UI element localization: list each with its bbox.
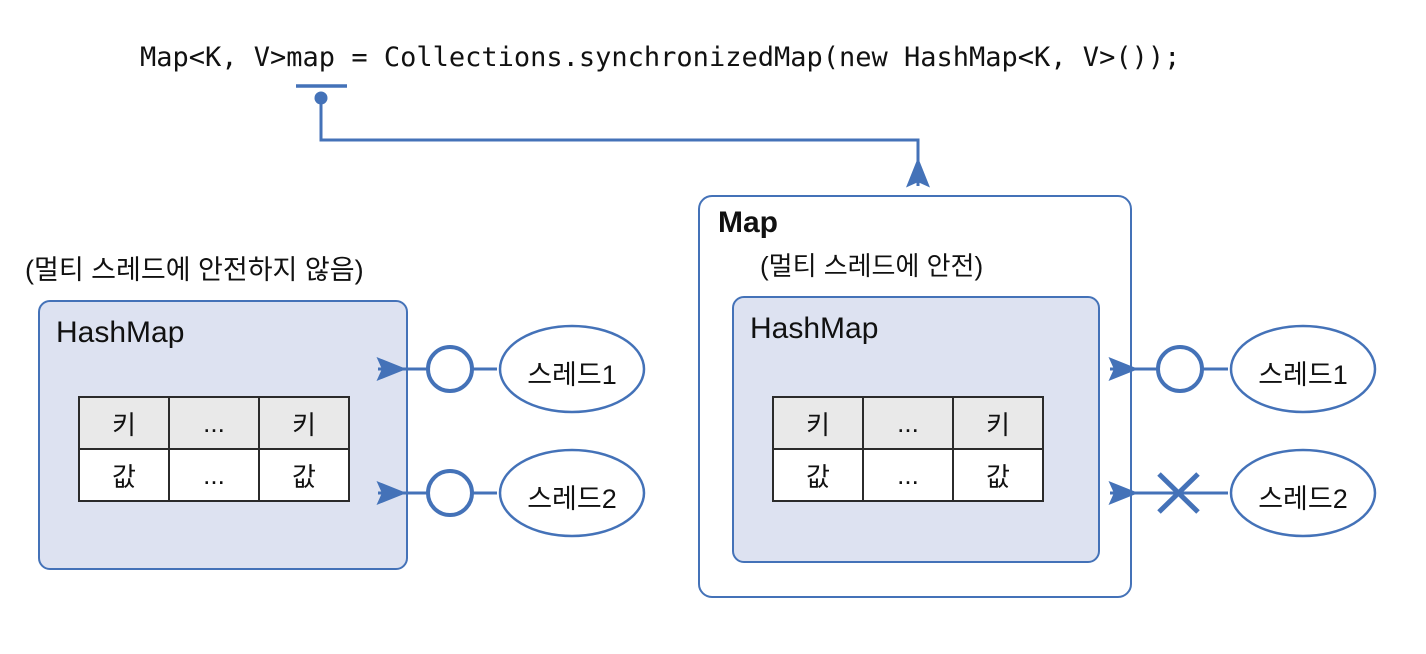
circle-allowed-icon [426,469,474,517]
table-cell: 값 [952,448,1044,502]
table-cell: 키 [952,396,1044,450]
circle-allowed-icon [426,345,474,393]
table-row: 키 ... 키 [772,396,1044,450]
table-row: 키 ... 키 [78,396,350,450]
left-hashmap-title: HashMap [56,316,185,349]
table-cell: ... [862,396,954,450]
table-cell: 키 [78,396,170,450]
table-cell: 값 [78,448,170,502]
right-map-title: Map [718,206,778,239]
x-blocked-icon [1157,472,1200,514]
connector-origin-dot [314,91,328,105]
circle-allowed-icon [1156,345,1204,393]
left-kv-table: 키 ... 키 값 ... 값 [78,396,350,502]
right-thread1-label: 스레드1 [1258,360,1348,390]
code-statement: Map<K, V>map = Collections.synchronizedM… [140,42,1181,73]
table-cell: 값 [772,448,864,502]
table-row: 값 ... 값 [772,448,1044,502]
table-row: 값 ... 값 [78,448,350,502]
code-to-map-connector [319,104,930,188]
right-kv-table: 키 ... 키 값 ... 값 [772,396,1044,502]
left-thread1-label: 스레드1 [527,360,617,390]
left-caption-not-thread-safe: (멀티 스레드에 안전하지 않음) [25,255,364,285]
right-thread2-label: 스레드2 [1258,484,1348,514]
right-hashmap-title: HashMap [750,312,879,345]
table-cell: ... [168,396,260,450]
table-cell: ... [168,448,260,502]
right-caption-thread-safe: (멀티 스레드에 안전) [760,251,984,281]
table-cell: 키 [258,396,350,450]
left-thread2-label: 스레드2 [527,484,617,514]
table-cell: 키 [772,396,864,450]
table-cell: ... [862,448,954,502]
table-cell: 값 [258,448,350,502]
